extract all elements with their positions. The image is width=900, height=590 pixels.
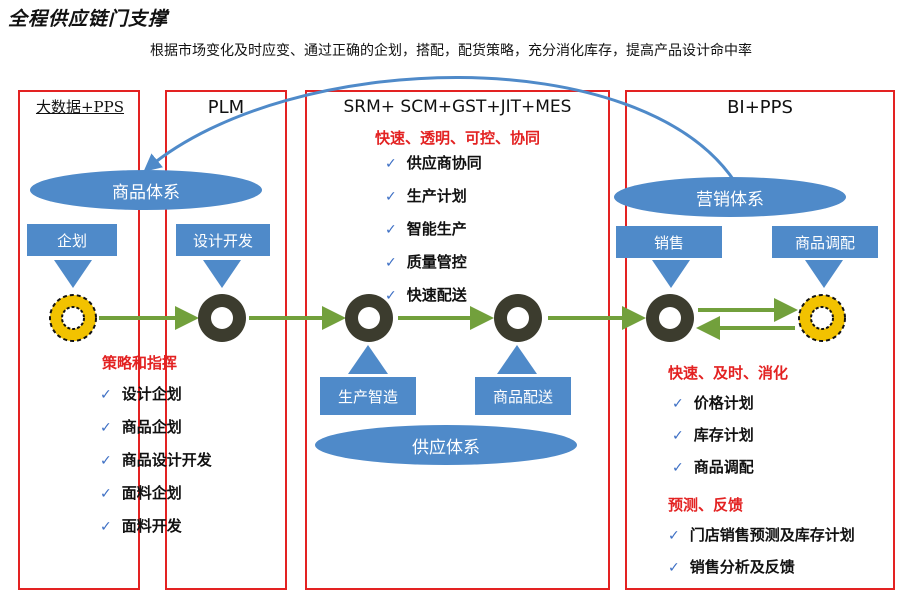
column-srm-label: SRM+ SCM+GST+JIT+MES <box>343 97 572 117</box>
page-title: 全程供应链门支撑 <box>8 8 169 30</box>
triangle-planning <box>54 260 92 288</box>
list-item: ✓商品企划 <box>100 418 182 436</box>
page-subtitle: 根据市场变化及时应变、通过正确的企划，搭配，配货策略，充分消化库存，提高产品设计… <box>150 43 752 59</box>
list-item: ✓设计企划 <box>100 385 182 403</box>
box-allocation: 商品调配 <box>772 226 878 258</box>
system-marketing-ellipse: 营销体系 <box>614 177 846 217</box>
check-icon: ✓ <box>385 156 397 172</box>
feedback-heading: 预测、反馈 <box>668 496 744 514</box>
list-item: ✓商品调配 <box>672 458 754 476</box>
srm-tagline: 快速、透明、可控、协同 <box>374 129 540 147</box>
check-icon: ✓ <box>385 288 397 304</box>
list-item: ✓供应商协同 <box>385 154 482 172</box>
fast-list: ✓价格计划 ✓库存计划 ✓商品调配 <box>672 392 754 488</box>
check-icon: ✓ <box>668 560 680 576</box>
node-srm-1 <box>345 294 393 342</box>
system-supply-ellipse: 供应体系 <box>315 425 577 465</box>
check-icon: ✓ <box>100 420 112 436</box>
check-icon: ✓ <box>100 453 112 469</box>
feedback-list: ✓门店销售预测及库存计划 ✓销售分析及反馈 <box>668 524 855 588</box>
list-item: ✓智能生产 <box>385 220 467 238</box>
list-item: ✓面料开发 <box>100 517 182 535</box>
node-srm-2 <box>494 294 542 342</box>
box-planning: 企划 <box>27 224 117 256</box>
system-product-ellipse: 商品体系 <box>30 170 262 210</box>
check-icon: ✓ <box>385 255 397 271</box>
list-item: ✓生产计划 <box>385 187 467 205</box>
list-item: ✓质量管控 <box>385 253 467 271</box>
check-icon: ✓ <box>672 428 684 444</box>
box-delivery: 商品配送 <box>475 377 571 415</box>
node-planning <box>49 294 97 342</box>
list-item: ✓门店销售预测及库存计划 <box>668 526 855 544</box>
list-item: ✓商品设计开发 <box>100 451 212 469</box>
fast-heading: 快速、及时、消化 <box>668 364 789 382</box>
check-icon: ✓ <box>668 528 680 544</box>
triangle-sales <box>652 260 690 288</box>
check-icon: ✓ <box>100 387 112 403</box>
triangle-manufacturing <box>348 345 388 374</box>
check-icon: ✓ <box>100 519 112 535</box>
node-design <box>198 294 246 342</box>
strategy-list: ✓设计企划 ✓商品企划 ✓商品设计开发 ✓面料企划 ✓面料开发 <box>100 383 212 548</box>
node-sales <box>646 294 694 342</box>
srm-list: ✓供应商协同 ✓生产计划 ✓智能生产 ✓质量管控 ✓快速配送 <box>385 152 482 317</box>
box-sales: 销售 <box>616 226 722 258</box>
triangle-delivery <box>497 345 537 374</box>
list-item: ✓面料企划 <box>100 484 182 502</box>
column-bi-label: BI+PPS <box>727 97 793 118</box>
list-item: ✓库存计划 <box>672 426 754 444</box>
triangle-design <box>203 260 241 288</box>
list-item: ✓快速配送 <box>385 286 467 304</box>
column-plm-label: PLM <box>207 97 245 118</box>
box-manufacturing: 生产智造 <box>320 377 416 415</box>
check-icon: ✓ <box>672 396 684 412</box>
triangle-allocation <box>805 260 843 288</box>
check-icon: ✓ <box>385 222 397 238</box>
column-bigdata-label: 大数据+PPS <box>35 98 125 116</box>
check-icon: ✓ <box>672 460 684 476</box>
strategy-heading: 策略和指挥 <box>102 354 178 372</box>
node-allocation <box>798 294 846 342</box>
check-icon: ✓ <box>100 486 112 502</box>
box-design: 设计开发 <box>176 224 270 256</box>
check-icon: ✓ <box>385 189 397 205</box>
list-item: ✓销售分析及反馈 <box>668 558 795 576</box>
feedback-curve-arrow <box>143 76 737 183</box>
list-item: ✓价格计划 <box>672 394 754 412</box>
